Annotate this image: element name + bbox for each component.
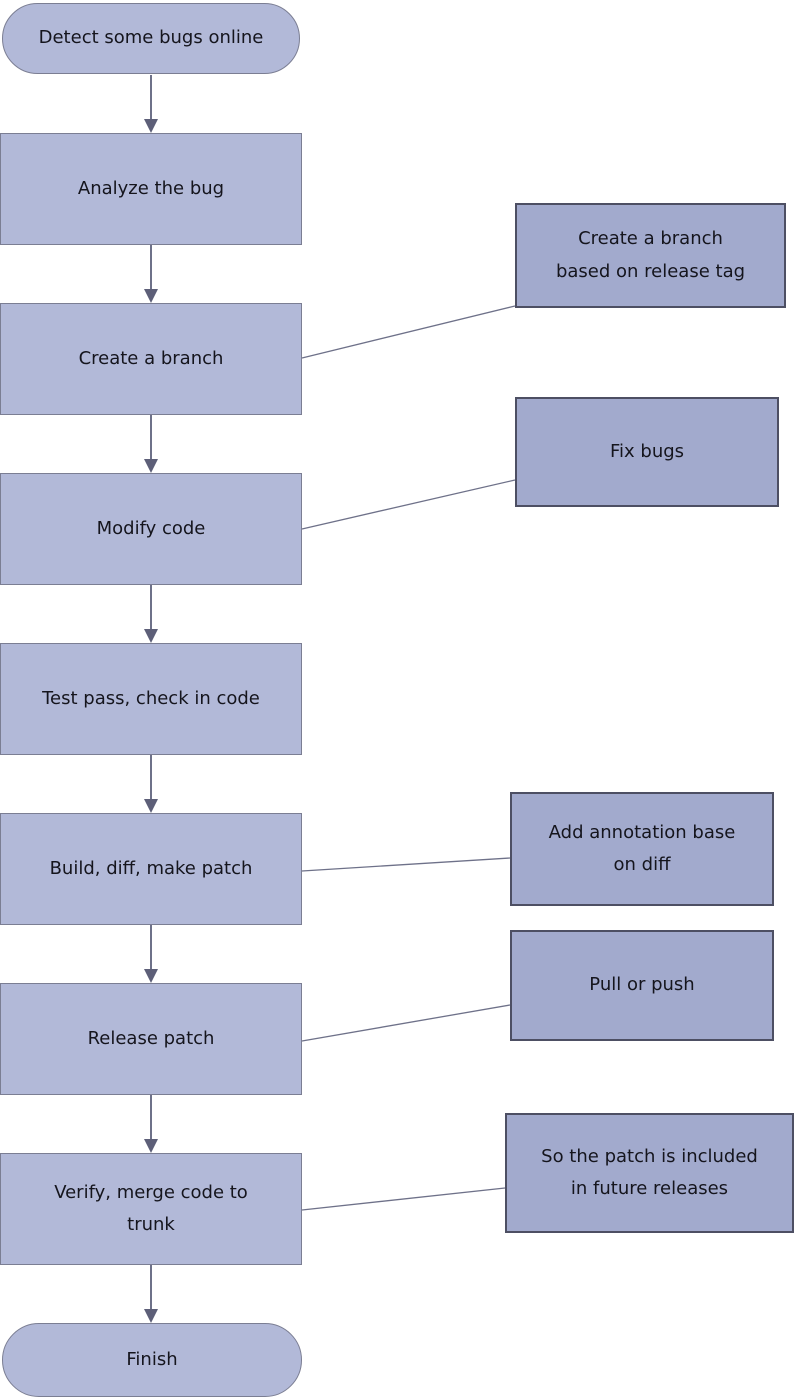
flow-node-start: Detect some bugs online — [2, 3, 300, 74]
flow-node-verify-merge: Verify, merge code to trunk — [0, 1153, 302, 1265]
annotation-create-branch-release-tag: Create a branch based on release tag — [515, 203, 786, 308]
connector-verify-annotation — [301, 1187, 506, 1211]
node-label: Analyze the bug — [77, 177, 225, 199]
flow-arrow-release-to-verify — [144, 1095, 158, 1153]
flow-arrow-analyze-to-branch — [144, 245, 158, 303]
node-label: Create a branch based on release tag — [555, 228, 746, 282]
connector-modify-annotation — [301, 479, 516, 530]
connector-release-annotation — [301, 1004, 511, 1042]
flow-arrow-start-to-analyze — [144, 75, 158, 133]
flow-arrow-modify-to-test — [144, 585, 158, 643]
flow-node-build-diff-patch: Build, diff, make patch — [0, 813, 302, 925]
node-label: Finish — [126, 1348, 178, 1370]
flow-arrow-verify-to-finish — [144, 1265, 158, 1323]
node-label: Release patch — [87, 1027, 215, 1049]
flow-arrow-branch-to-modify — [144, 415, 158, 473]
node-label: Build, diff, make patch — [49, 857, 253, 879]
flow-node-finish: Finish — [2, 1323, 302, 1397]
flow-arrow-test-to-build — [144, 755, 158, 813]
annotation-fix-bugs: Fix bugs — [515, 397, 779, 507]
flow-node-create-branch: Create a branch — [0, 303, 302, 415]
node-label: Add annotation base on diff — [548, 821, 736, 875]
node-label: So the patch is included in future relea… — [541, 1145, 758, 1199]
node-label: Fix bugs — [609, 440, 685, 462]
node-label: Detect some bugs online — [38, 27, 264, 49]
node-label: Create a branch — [78, 347, 224, 369]
node-label: Test pass, check in code — [42, 687, 260, 709]
node-label: Verify, merge code to trunk — [54, 1181, 248, 1235]
connector-branch-annotation — [301, 305, 516, 359]
connector-build-annotation — [301, 857, 511, 872]
flow-node-modify-code: Modify code — [0, 473, 302, 585]
node-label: Pull or push — [589, 974, 695, 996]
flow-arrow-build-to-release — [144, 925, 158, 983]
flow-node-test-pass: Test pass, check in code — [0, 643, 302, 755]
node-label: Modify code — [96, 517, 206, 539]
annotation-add-annotation-diff: Add annotation base on diff — [510, 792, 774, 906]
annotation-pull-or-push: Pull or push — [510, 930, 774, 1041]
flow-node-release-patch: Release patch — [0, 983, 302, 1095]
annotation-patch-future-releases: So the patch is included in future relea… — [505, 1113, 794, 1233]
flow-node-analyze-bug: Analyze the bug — [0, 133, 302, 245]
